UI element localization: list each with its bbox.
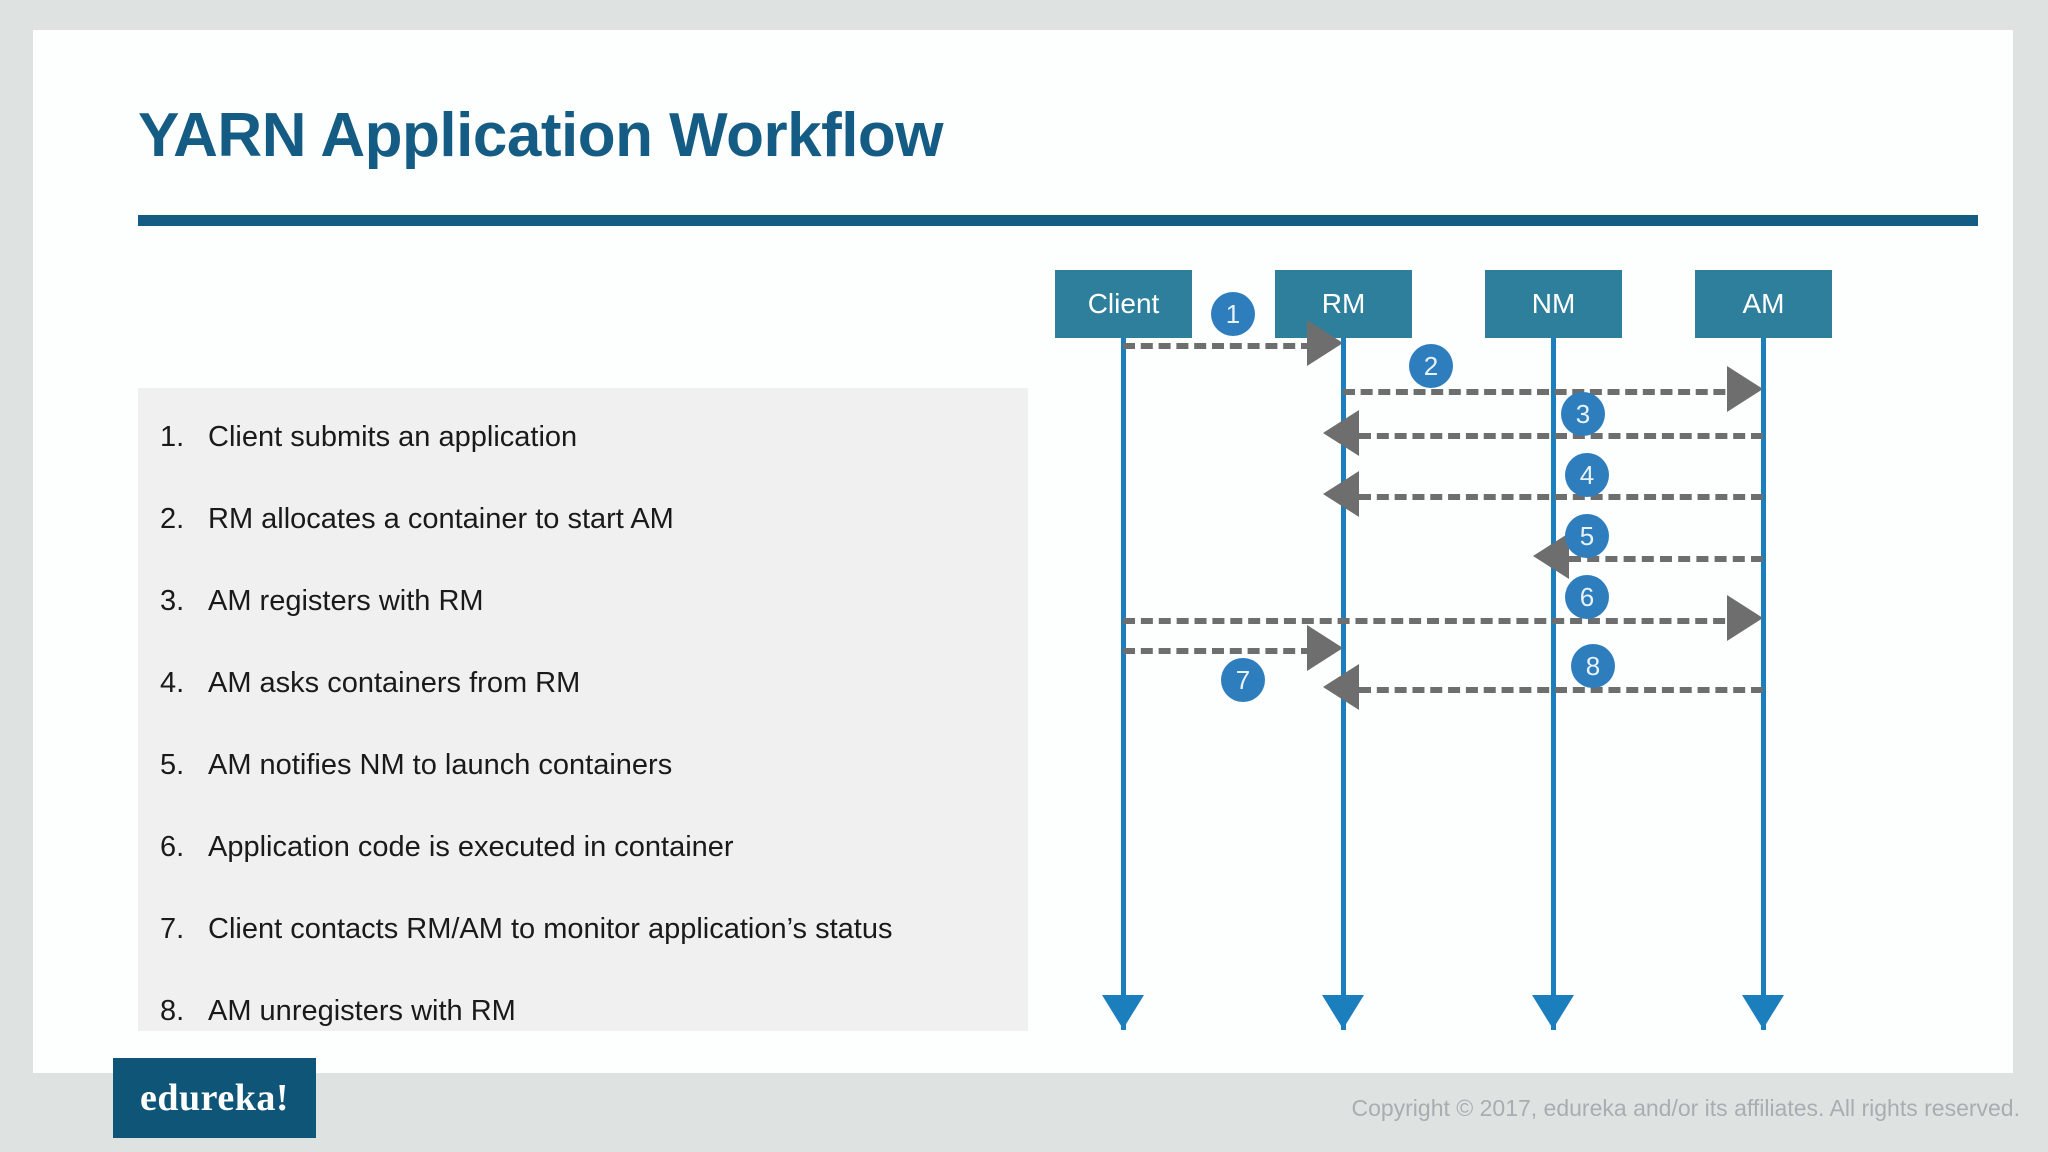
message-arrowhead-6 [1727,595,1763,641]
message-line-1 [1123,343,1313,349]
actor-box-client: Client [1055,270,1192,338]
list-item: 5. AM notifies NM to launch containers [160,749,1028,831]
title-divider [138,215,1978,226]
step-badge-7: 7 [1221,658,1265,702]
list-item-number: 2. [160,503,185,535]
message-arrowhead-1 [1307,320,1343,366]
message-arrowhead-8 [1323,664,1359,710]
list-item-label: Client submits an application [208,421,578,453]
message-arrowhead-7 [1307,625,1343,671]
step-badge-3: 3 [1561,392,1605,436]
list-item-label: AM unregisters with RM [208,995,516,1027]
list-item-label: AM notifies NM to launch containers [208,749,673,781]
step-badge-1: 1 [1211,292,1255,336]
step-badge-5: 5 [1565,514,1609,558]
list-item: 3. AM registers with RM [160,585,1028,667]
edureka-logo: edureka! [113,1058,316,1138]
message-line-6 [1123,618,1743,624]
lifeline-end-arrow-client [1102,995,1144,1029]
lifeline-client [1121,338,1126,1030]
message-arrowhead-2 [1727,366,1763,412]
list-item: 6. Application code is executed in conta… [160,831,1028,913]
actor-box-nm: NM [1485,270,1622,338]
message-line-2 [1343,389,1743,395]
list-item: 7. Client contacts RM/AM to monitor appl… [160,913,1028,995]
message-line-7 [1123,648,1313,654]
slide-surface: YARN Application Workflow 1. Client subm… [33,30,2013,1073]
message-line-8 [1359,687,1763,693]
message-line-4 [1359,494,1763,500]
message-arrowhead-3 [1323,410,1359,456]
lifeline-end-arrow-rm [1322,995,1364,1029]
message-arrowhead-5 [1533,533,1569,579]
step-badge-6: 6 [1565,575,1609,619]
list-item-number: 1. [160,421,185,453]
message-line-3 [1359,433,1763,439]
actor-box-rm: RM [1275,270,1412,338]
list-item-number: 6. [160,831,185,863]
list-item-label: Application code is executed in containe… [208,831,734,863]
list-item-label: RM allocates a container to start AM [208,503,674,535]
edureka-logo-text: edureka! [140,1077,289,1119]
footer-band [0,1073,2048,1152]
list-item-label: AM asks containers from RM [208,667,581,699]
step-badge-8: 8 [1571,644,1615,688]
list-item: 1. Client submits an application [160,421,1028,503]
list-item-label: AM registers with RM [208,585,484,617]
list-item: 8. AM unregisters with RM [160,995,1028,1077]
list-item-number: 8. [160,995,185,1027]
list-item-number: 5. [160,749,185,781]
sequence-diagram: Client RM NM AM 1 2 3 [1053,270,1853,1030]
list-item-number: 7. [160,913,185,945]
list-item: 2. RM allocates a container to start AM [160,503,1028,585]
steps-panel-background [138,388,1028,1031]
list-item-label: Client contacts RM/AM to monitor applica… [208,913,893,945]
message-arrowhead-4 [1323,471,1359,517]
copyright-notice: Copyright © 2017, edureka and/or its aff… [1351,1095,2020,1121]
step-badge-4: 4 [1565,453,1609,497]
list-item: 4. AM asks containers from RM [160,667,1028,749]
step-badge-2: 2 [1409,344,1453,388]
page-title: YARN Application Workflow [138,101,944,170]
lifeline-end-arrow-nm [1532,995,1574,1029]
steps-list: 1. Client submits an application 2. RM a… [138,388,1028,1031]
list-item-number: 4. [160,667,185,699]
list-item-number: 3. [160,585,185,617]
actor-box-am: AM [1695,270,1832,338]
lifeline-end-arrow-am [1742,995,1784,1029]
lifeline-nm [1551,338,1556,1030]
lifeline-am [1761,338,1766,1030]
message-line-5 [1569,556,1763,562]
